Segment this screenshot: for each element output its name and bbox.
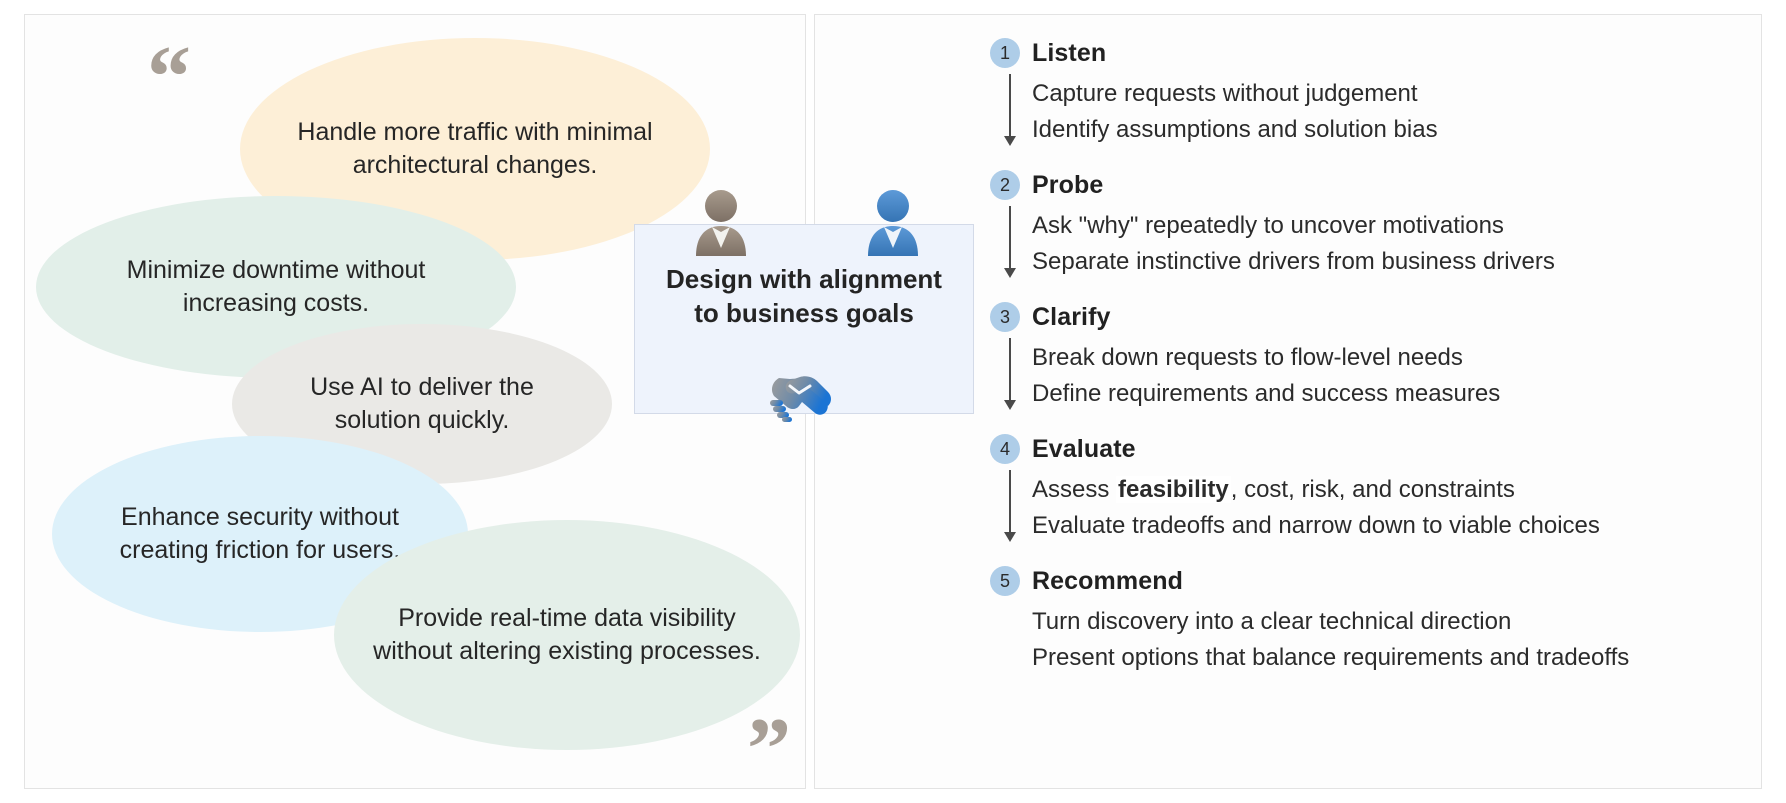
step-body: Turn discovery into a clear technical di… [990, 600, 1750, 676]
step-detail-pre: Assess [1032, 476, 1117, 503]
step-evaluate: 4 Evaluate Assess feasibility, cost, ris… [990, 430, 1750, 544]
step-number-badge: 1 [990, 38, 1020, 68]
spacer [990, 280, 1750, 298]
step-detail-line: Separate instinctive drivers from busine… [1032, 248, 1555, 275]
step-title: Recommend [1032, 566, 1183, 595]
step-number-badge: 5 [990, 566, 1020, 596]
step-connector-arrow [1004, 338, 1016, 410]
step-title: Evaluate [1032, 434, 1136, 463]
step-detail-line: Evaluate tradeoffs and narrow down to vi… [1032, 512, 1600, 539]
step-body: Ask "why" repeatedly to uncover motivati… [990, 204, 1750, 280]
person-customer-icon [696, 190, 746, 256]
step-header: 5 Recommend [990, 562, 1750, 600]
step-listen: 1 Listen Capture requests without judgem… [990, 34, 1750, 148]
spacer [990, 148, 1750, 166]
step-connector-arrow [1004, 74, 1016, 146]
step-body: Capture requests without judgement Ident… [990, 72, 1750, 148]
step-title: Probe [1032, 170, 1104, 199]
discovery-steps-list: 1 Listen Capture requests without judgem… [990, 34, 1750, 676]
step-body: Assess feasibility, cost, risk, and cons… [990, 468, 1750, 544]
step-detail-line: Ask "why" repeatedly to uncover motivati… [1032, 212, 1504, 239]
step-connector-arrow [1004, 470, 1016, 542]
step-title: Listen [1032, 38, 1107, 67]
step-header: 4 Evaluate [990, 430, 1750, 468]
step-header: 2 Probe [990, 166, 1750, 204]
step-header: 1 Listen [990, 34, 1750, 72]
step-number-badge: 4 [990, 434, 1020, 464]
spacer [990, 544, 1750, 562]
step-clarify: 3 Clarify Break down requests to flow-le… [990, 298, 1750, 412]
quote-open-icon: “ [147, 29, 191, 126]
step-detail-highlight: feasibility [1116, 476, 1231, 503]
step-connector-arrow [1004, 206, 1016, 278]
step-number-badge: 2 [990, 170, 1020, 200]
alignment-card-title: Design with alignment to business goals [666, 264, 942, 328]
requirement-bubble-2: Minimize downtime without increasing cos… [36, 196, 516, 378]
step-header: 3 Clarify [990, 298, 1750, 336]
quote-close-icon: ” [747, 701, 791, 789]
step-detail-line: Present options that balance requirement… [1032, 644, 1630, 671]
step-recommend: 5 Recommend Turn discovery into a clear … [990, 562, 1750, 676]
step-body: Break down requests to flow-level needs … [990, 336, 1750, 412]
step-detail-line: Break down requests to flow-level needs [1032, 344, 1463, 371]
step-title: Clarify [1032, 302, 1111, 331]
step-probe: 2 Probe Ask "why" repeatedly to uncover … [990, 166, 1750, 280]
step-number-badge: 3 [990, 302, 1020, 332]
spacer [990, 412, 1750, 430]
step-detail-post: , cost, risk, and constraints [1230, 476, 1515, 503]
step-detail-line: Turn discovery into a clear technical di… [1032, 608, 1512, 635]
step-detail-line: Identify assumptions and solution bias [1032, 116, 1438, 143]
person-engineer-icon [868, 190, 918, 256]
handshake-icon [770, 376, 831, 422]
step-detail-line: Capture requests without judgement [1032, 80, 1418, 107]
requirement-bubble-5: Provide real-time data visibility withou… [334, 520, 800, 750]
step-detail-line: Define requirements and success measures [1032, 380, 1501, 407]
step-detail-line: Assess feasibility, cost, risk, and cons… [1032, 472, 1750, 508]
